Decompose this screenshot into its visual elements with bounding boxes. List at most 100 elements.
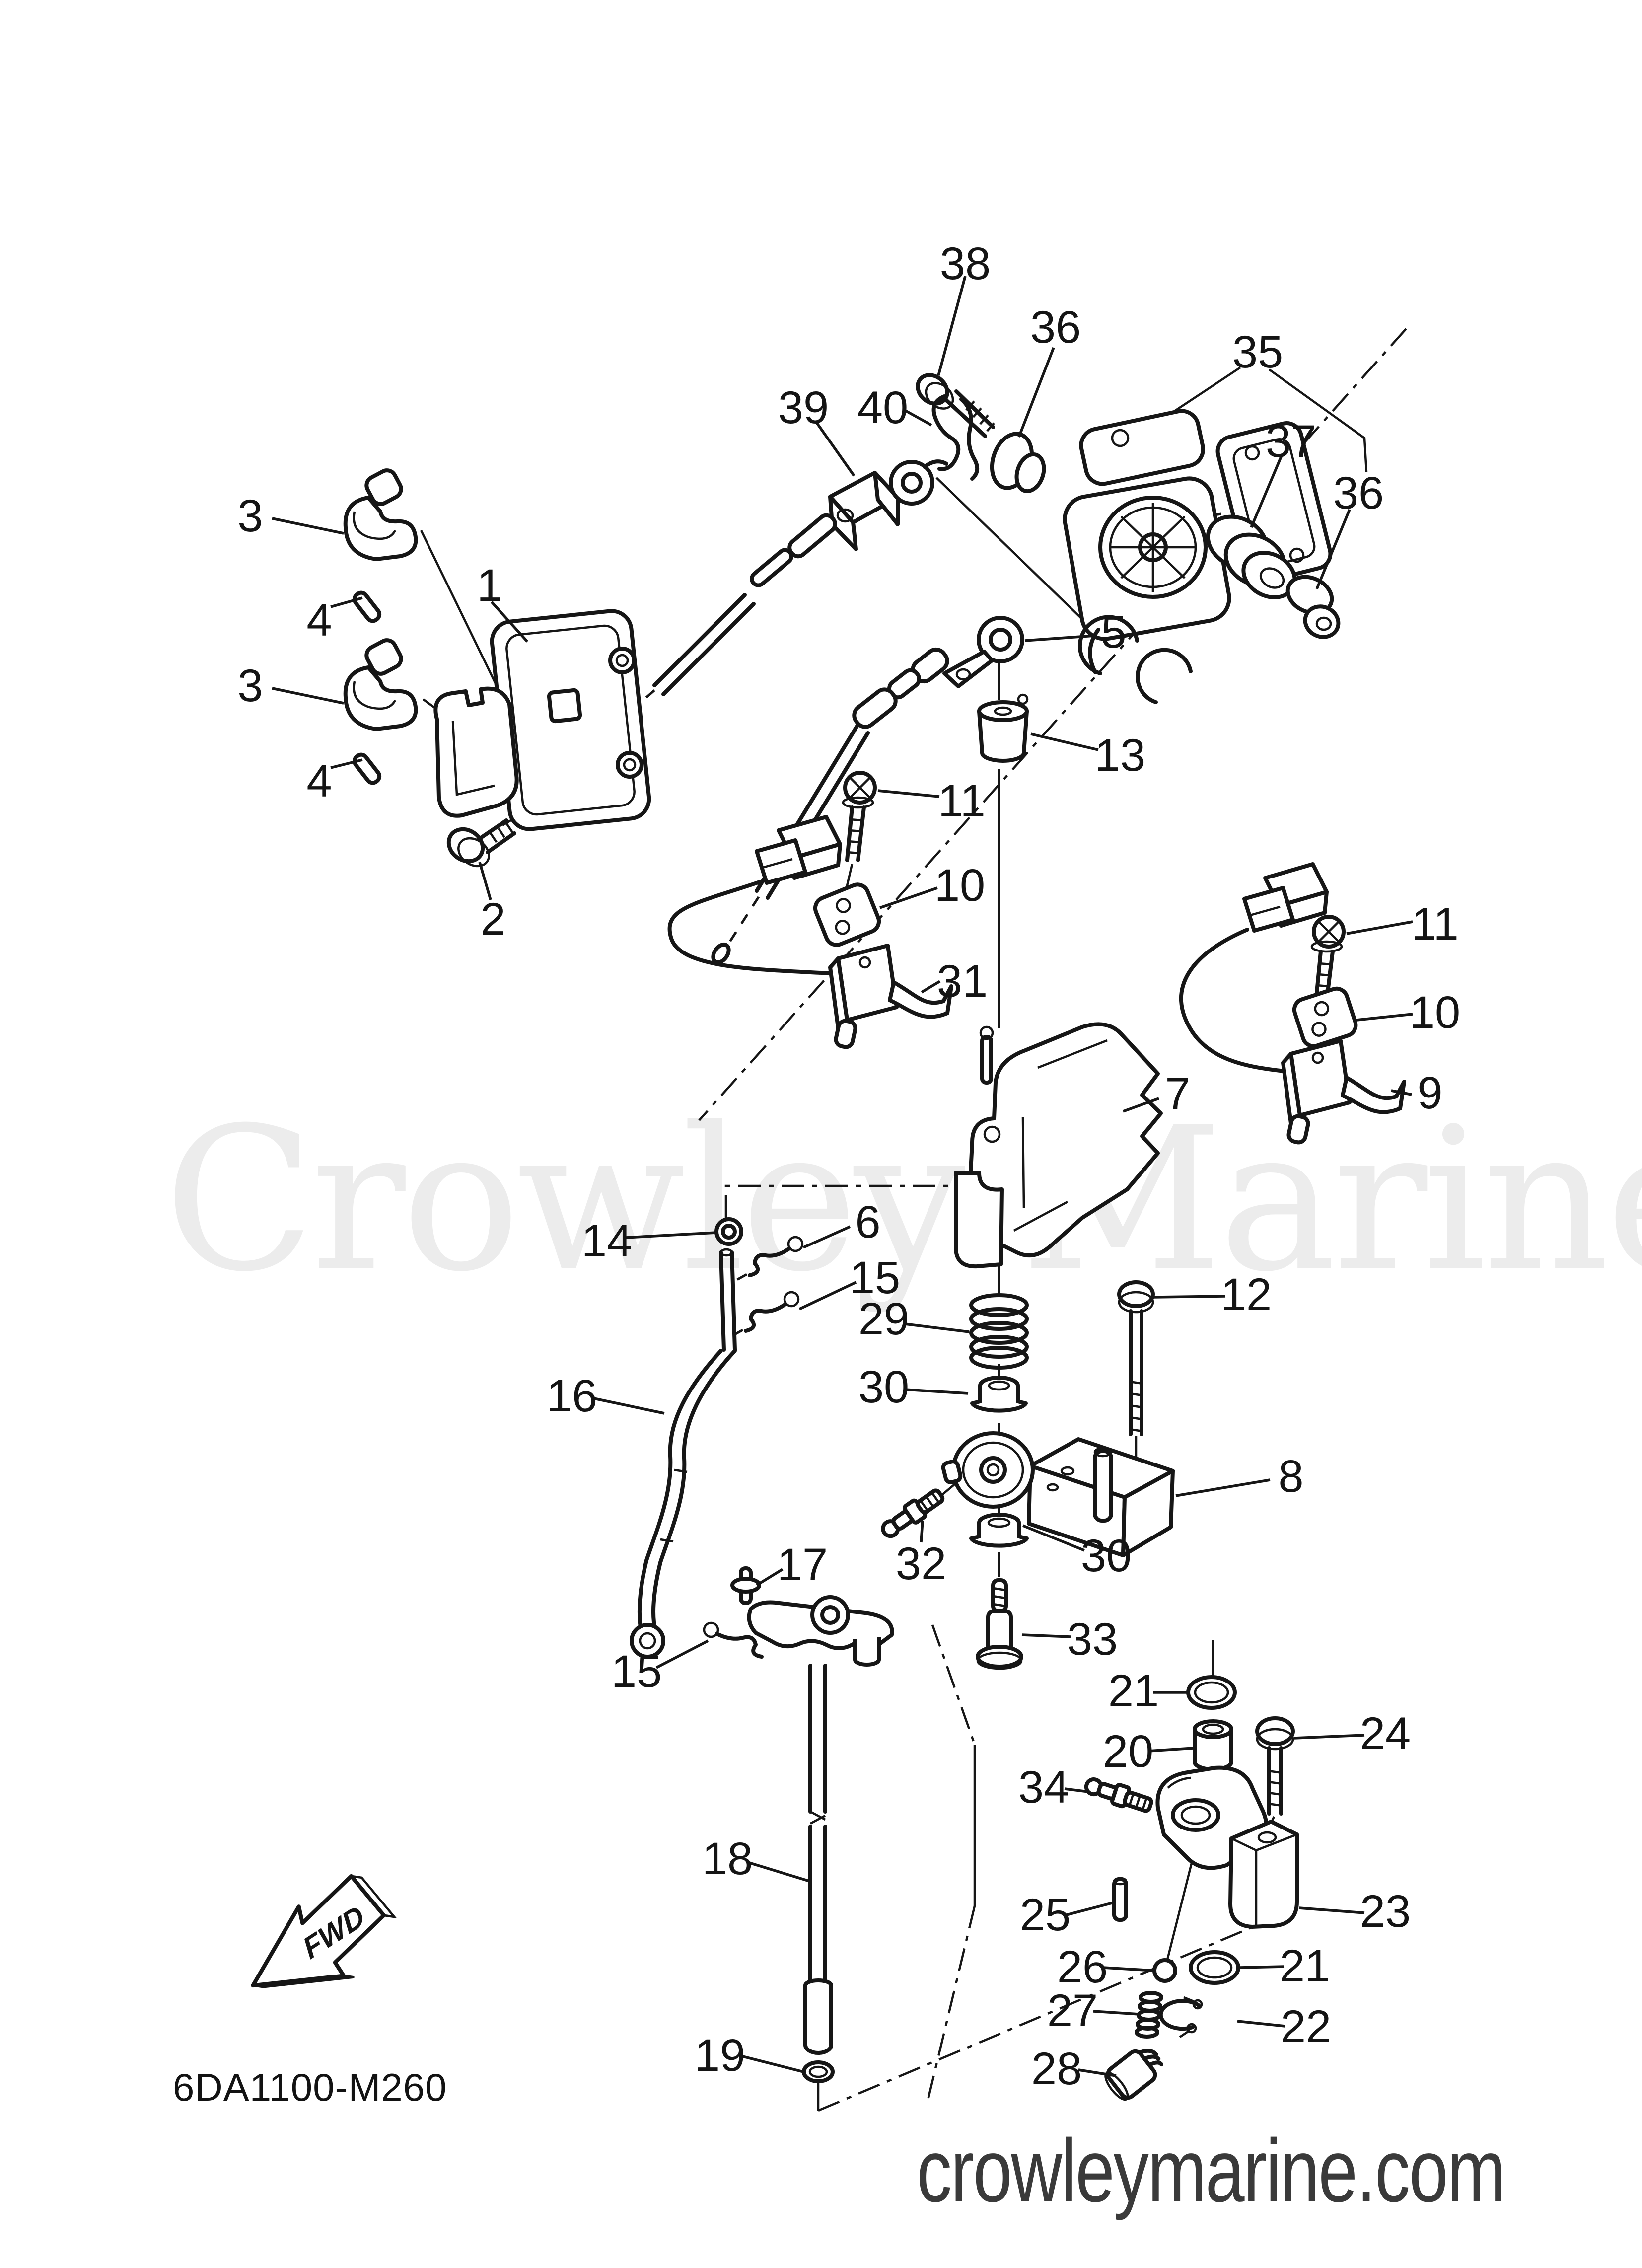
part-control-lever-8 [941,1431,1175,1557]
part-connector-left [755,815,842,885]
part-clamp-3b [343,638,418,731]
part-grommet-36b [1285,575,1341,639]
part-washer-36a [990,432,1046,494]
watermark-text: Crowley Marine [164,1085,1642,1315]
callout-20: 20 [1103,1726,1153,1777]
part-lever-plate-17 [730,1566,894,1667]
site-footer-text: crowleymarine.com [917,2121,1506,2221]
callout-24: 24 [1360,1708,1411,1759]
callout-1: 1 [477,560,502,611]
part-o-ring-19 [802,2060,835,2083]
part-switch-bracket-10b [1292,986,1358,1048]
part-bracket-23 [1228,1820,1299,1929]
part-pin-4b [352,752,382,785]
part-screw-28 [1104,2049,1164,2101]
callout-32: 32 [896,1538,946,1589]
callout-36a: 36 [1030,302,1081,353]
callout-21a: 21 [1108,1666,1159,1716]
part-cotter-pin-40 [931,394,979,481]
part-pin-25 [1112,1877,1128,1922]
callout-10b: 10 [1410,987,1460,1038]
callout-15b: 15 [611,1646,662,1697]
part-throttle-cable-upper [606,513,837,734]
callout-19: 19 [695,2030,745,2081]
callout-30b: 30 [1081,1531,1132,1581]
callout-27: 27 [1047,1985,1098,2036]
callout-31: 31 [937,956,988,1007]
callout-11b: 11 [1411,899,1459,950]
callout-35: 35 [1232,327,1283,377]
part-grease-nipple-32 [881,1488,945,1538]
part-pin-4a [352,590,382,623]
part-cable-joint-39 [828,459,948,551]
callout-5: 5 [1101,607,1126,658]
part-bushing-30a [970,1376,1028,1413]
callout-37: 37 [1266,416,1316,467]
part-bolt-24 [1255,1716,1295,1816]
part-switch-bracket-10a [813,882,881,947]
callout-3b: 3 [237,660,263,711]
part-bushing-30b [969,1513,1029,1548]
part-neutral-switch-9 [1281,1039,1406,1145]
part-ball-26 [1152,1958,1177,1983]
part-cable-clevis-5 [942,616,1024,688]
part-neutral-switch-31 [828,944,953,1049]
part-cable-holder-13 [977,693,1029,763]
callout-numbers: 38 36 35 39 40 37 36 3 1 4 5 3 13 4 11 1… [237,238,1460,2094]
part-nipple-34 [1084,1777,1153,1813]
callout-33: 33 [1067,1614,1118,1665]
callout-15a: 15 [850,1252,900,1303]
diagram-code: 6DA1100-M260 [173,2065,447,2109]
fwd-arrow: FWD [251,1874,397,1988]
part-bushing-37 [1206,514,1297,599]
part-collar-20 [1193,1719,1233,1771]
callout-16: 16 [547,1371,597,1421]
part-spring-29 [969,1293,1029,1370]
part-screw-11b [1310,915,1346,1016]
callout-6: 6 [855,1197,880,1247]
part-circlip-22 [1158,1996,1203,2038]
part-o-ring-21b [1189,1950,1240,1985]
callout-38: 38 [940,238,991,289]
callout-21b: 21 [1280,1941,1330,1991]
part-harness-wire-left [667,880,832,975]
part-bolt-12 [1117,1280,1155,1436]
part-bolt-2 [446,818,516,868]
part-spring-27 [1135,1991,1163,2039]
callout-4b: 4 [306,756,332,806]
part-washer-14 [714,1217,743,1246]
part-link-holder-7 [954,1022,1163,1269]
callout-14: 14 [581,1216,632,1266]
callout-34: 34 [1018,1762,1069,1813]
callout-28: 28 [1031,2044,1082,2094]
callout-18: 18 [702,1833,753,1884]
callout-10a: 10 [934,860,985,911]
callout-29: 29 [858,1294,909,1344]
part-throttle-lever-assembly [1063,409,1333,704]
callout-40: 40 [857,382,908,433]
part-shift-rod-18 [803,1664,833,2055]
leader-lines [272,276,1413,2077]
part-shift-arm-16 [630,1248,737,1659]
callout-30a: 30 [858,1362,909,1412]
callout-39: 39 [778,382,829,433]
part-clamp-3a [343,468,418,561]
part-mounting-bracket-1 [433,609,651,831]
part-cotter-pin-15b [703,1621,764,1659]
part-pivot-screw-33 [976,1578,1023,1670]
callout-36b: 36 [1333,468,1384,518]
callout-8: 8 [1278,1451,1303,1502]
callout-9: 9 [1417,1068,1442,1118]
part-o-ring-21a [1186,1675,1237,1710]
callout-3a: 3 [237,491,263,541]
part-cotter-pin-6 [728,1236,804,1286]
callout-12: 12 [1221,1269,1272,1320]
callout-22: 22 [1281,2001,1331,2052]
callout-11a: 11 [938,776,986,826]
part-screw-11a [842,771,877,890]
part-bolt-38 [916,373,995,438]
callout-25: 25 [1020,1890,1071,1940]
callout-7: 7 [1165,1069,1190,1119]
